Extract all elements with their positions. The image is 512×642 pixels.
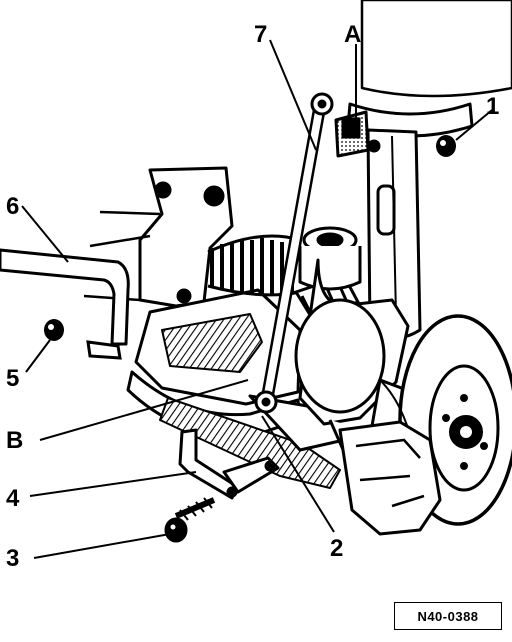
leader-2 [261, 415, 335, 533]
leader-B [39, 379, 249, 441]
callout-B: B [6, 427, 23, 454]
leader-1 [455, 109, 493, 141]
lower-control-arm [126, 288, 346, 489]
bolt-3 [164, 497, 216, 543]
leader-6 [21, 205, 69, 263]
brake-disc [379, 314, 512, 526]
callout-4: 4 [6, 485, 20, 512]
callout-2: 2 [330, 535, 343, 562]
callout-1: 1 [486, 93, 499, 120]
callout-6: 6 [6, 193, 19, 220]
callout-7: 7 [254, 21, 267, 48]
caliper-detail [355, 438, 425, 508]
leader-3 [33, 533, 171, 559]
subframe-mount [83, 166, 234, 308]
nut-1 [436, 135, 456, 157]
strut-assembly [334, 0, 512, 340]
leader-4 [29, 471, 197, 497]
figure-reference-code: N40-0388 [394, 602, 502, 630]
bracket-4 [178, 428, 280, 500]
coupling-rod [254, 92, 334, 414]
pivot-bolt [86, 340, 122, 360]
nut-5 [44, 319, 64, 341]
leader-7 [269, 39, 317, 151]
leader-lines [21, 39, 493, 559]
callout-5: 5 [6, 365, 19, 392]
leader-5 [25, 339, 51, 373]
callout-3: 3 [6, 545, 19, 572]
callout-A: A [344, 21, 361, 48]
